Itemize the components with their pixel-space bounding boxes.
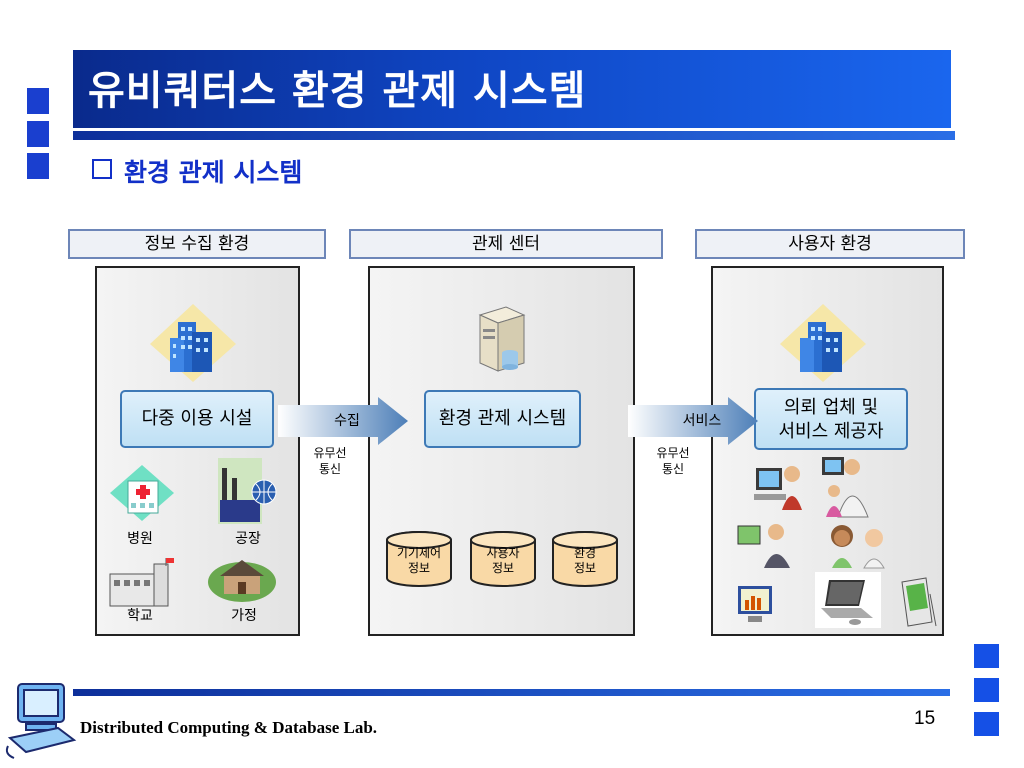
database-icon-user [470, 531, 536, 587]
title-bar [73, 50, 951, 128]
children-icon [831, 525, 885, 569]
database-label-user-line2: 정보 [491, 561, 515, 575]
decor-square [974, 678, 999, 702]
building-icon [150, 304, 236, 382]
database-label-device: 기기제어 정보 [385, 546, 453, 576]
checkbox-bullet-icon [92, 159, 112, 179]
decor-square [974, 644, 999, 668]
monitor-chart-icon [738, 586, 772, 622]
node-service-provider: 의뢰 업체 및 서비스 제공자 [754, 388, 908, 450]
service-sub-label-2: 통신 [661, 462, 685, 476]
node-service-provider-line1: 의뢰 업체 및 [783, 397, 879, 418]
collect-sub-label-1: 유무선 [313, 446, 347, 460]
decor-square [27, 88, 49, 114]
site-label-hospital: 병원 [127, 531, 153, 547]
arrow-service [628, 397, 758, 445]
header-control-center: 관제 센터 [349, 229, 663, 259]
computer-user-icon [754, 466, 802, 510]
page-title: 유비쿼터스 환경 관제 시스템 [88, 68, 587, 114]
arrow-collect-label: 수집 [334, 413, 360, 429]
decor-square [27, 153, 49, 179]
footer-line [73, 689, 950, 696]
subtitle: 환경 관제 시스템 [92, 153, 302, 189]
subtitle-text: 환경 관제 시스템 [124, 158, 303, 187]
node-public-facility: 다중 이용 시설 [120, 390, 274, 448]
page-number: 15 [914, 708, 936, 729]
hospital-icon [110, 465, 174, 521]
laptop-icon [815, 572, 881, 628]
database-label-environment: 환경 정보 [551, 546, 619, 576]
arrow-collect [278, 397, 408, 445]
site-label-school: 학교 [127, 608, 153, 624]
arrow-service-label: 서비스 [682, 413, 722, 429]
database-label-user-line1: 사용자 [486, 546, 520, 560]
database-icon-device [386, 531, 452, 587]
collect-sub-label-2: 통신 [318, 462, 342, 476]
doctor-icon [822, 457, 869, 518]
building-icon [780, 304, 866, 382]
site-label-factory: 공장 [235, 531, 261, 547]
database-label-device-line1: 기기제어 [396, 546, 442, 560]
database-label-environment-line1: 환경 [573, 546, 597, 560]
site-label-home: 가정 [231, 608, 257, 624]
service-sub-label-1: 유무선 [656, 446, 690, 460]
header-info-collection: 정보 수집 환경 [68, 229, 326, 259]
node-control-system: 환경 관제 시스템 [424, 390, 581, 448]
presenter-icon [737, 524, 790, 568]
server-icon [478, 306, 526, 372]
header-user-environment: 사용자 환경 [695, 229, 965, 259]
node-service-provider-line2: 서비스 제공자 [778, 421, 884, 442]
computer-logo-icon [5, 683, 77, 759]
house-icon [208, 560, 276, 602]
database-icon-environment [552, 531, 618, 587]
decor-square [974, 712, 999, 736]
pda-icon [901, 577, 937, 627]
footer-lab-name: Distributed Computing & Database Lab. [80, 718, 378, 737]
database-label-device-line2: 정보 [407, 561, 431, 575]
factory-icon [218, 458, 277, 524]
database-label-environment-line2: 정보 [573, 561, 597, 575]
decor-square [27, 121, 49, 147]
database-label-user: 사용자 정보 [469, 546, 537, 576]
school-icon [109, 558, 174, 607]
title-underline [73, 131, 955, 140]
